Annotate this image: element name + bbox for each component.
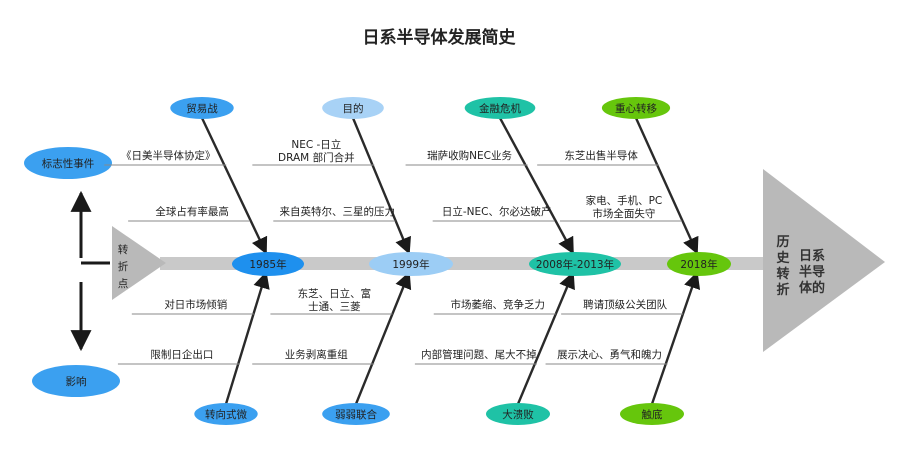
bottom-cause-3-1: 市场萎缩、竞争乏力 xyxy=(450,298,545,311)
head-label-2: 史 xyxy=(776,250,790,266)
milestone-year-4: 2018年 xyxy=(680,258,717,271)
milestone-node-2 xyxy=(369,252,453,276)
bottom-cause-2-1: 东芝、日立、富士通、三菱 xyxy=(298,287,372,313)
bottom-cause-1-1: 对日市场倾销 xyxy=(164,298,227,311)
tail-triangle xyxy=(112,226,166,300)
legend-top-ellipse xyxy=(24,147,112,179)
bottom-category-label-4: 触底 xyxy=(642,408,663,421)
head-label-5: 日系 xyxy=(799,248,825,264)
top-bone-2 xyxy=(351,117,411,255)
top-category-ellipse-1 xyxy=(170,97,234,119)
bottom-category-ellipse-2 xyxy=(322,403,390,425)
top-cause-2-2: 来自英特尔、三星的压力 xyxy=(280,205,396,218)
top-category-label-1: 贸易战 xyxy=(186,103,218,115)
tail-label-1: 转 xyxy=(118,243,129,256)
top-category-label-4: 重心转移 xyxy=(615,102,657,115)
bottom-category-ellipse-3 xyxy=(486,403,550,425)
head-label-1: 历 xyxy=(776,235,789,250)
bottom-bone-3 xyxy=(516,271,575,405)
bottom-category-ellipse-1 xyxy=(194,403,258,425)
tail-label-2: 折 xyxy=(118,260,129,273)
bottom-cause-4-1: 聘请顶级公关团队 xyxy=(583,298,667,311)
milestone-node-3 xyxy=(529,252,621,276)
bottom-cause-1-2: 限制日企出口 xyxy=(150,348,213,361)
bottom-category-label-1: 转向式微 xyxy=(205,408,247,421)
top-cause-3-2: 日立-NEC、尔必达破产 xyxy=(442,205,552,218)
bottom-bone-1 xyxy=(224,271,270,405)
head-label-3: 转 xyxy=(776,266,789,282)
top-cause-1-2: 全球占有率最高 xyxy=(155,205,229,218)
head-triangle xyxy=(763,169,885,352)
top-bone-1 xyxy=(200,117,268,255)
diagram-title: 日系半导体发展简史 xyxy=(363,27,517,48)
bottom-bone-2 xyxy=(354,271,412,405)
bottom-category-label-2: 弱弱联合 xyxy=(335,408,377,421)
head-label-7: 体的 xyxy=(799,280,825,296)
bottom-cause-3-2: 内部管理问题、尾大不掉 xyxy=(421,348,537,361)
milestone-year-2: 1999年 xyxy=(392,258,429,271)
head-label-4: 折 xyxy=(776,282,789,298)
top-category-label-3: 金融危机 xyxy=(479,102,521,115)
bottom-cause-2-2: 业务剥离重组 xyxy=(285,348,348,361)
legend-bottom-ellipse xyxy=(32,365,120,397)
bottom-category-label-3: 大溃败 xyxy=(502,408,534,421)
tail-label-3: 点 xyxy=(118,278,129,290)
milestone-node-1 xyxy=(232,252,304,276)
legend-bottom-label: 影响 xyxy=(66,375,87,388)
head-label-6: 半导 xyxy=(799,264,825,280)
top-category-ellipse-2 xyxy=(322,97,384,119)
top-category-ellipse-3 xyxy=(464,97,536,119)
milestone-year-1: 1985年 xyxy=(249,258,286,271)
legend-top-label: 标志性事件 xyxy=(42,157,95,170)
bottom-category-ellipse-4 xyxy=(620,403,684,425)
top-cause-1-1: 《日美半导体协定》 xyxy=(121,149,216,162)
top-cause-3-1: 瑞萨收购NEC业务 xyxy=(427,149,512,162)
bottom-cause-4-2: 展示决心、勇气和魄力 xyxy=(557,348,662,361)
top-bone-4 xyxy=(634,117,699,255)
bottom-bone-4 xyxy=(650,271,701,405)
milestone-year-3: 2008年-2013年 xyxy=(536,258,614,271)
milestone-node-4 xyxy=(667,252,731,276)
top-category-label-2: 目的 xyxy=(343,102,364,115)
top-bone-3 xyxy=(498,117,575,255)
top-cause-4-1: 东芝出售半导体 xyxy=(564,149,638,162)
top-category-ellipse-4 xyxy=(601,97,671,119)
